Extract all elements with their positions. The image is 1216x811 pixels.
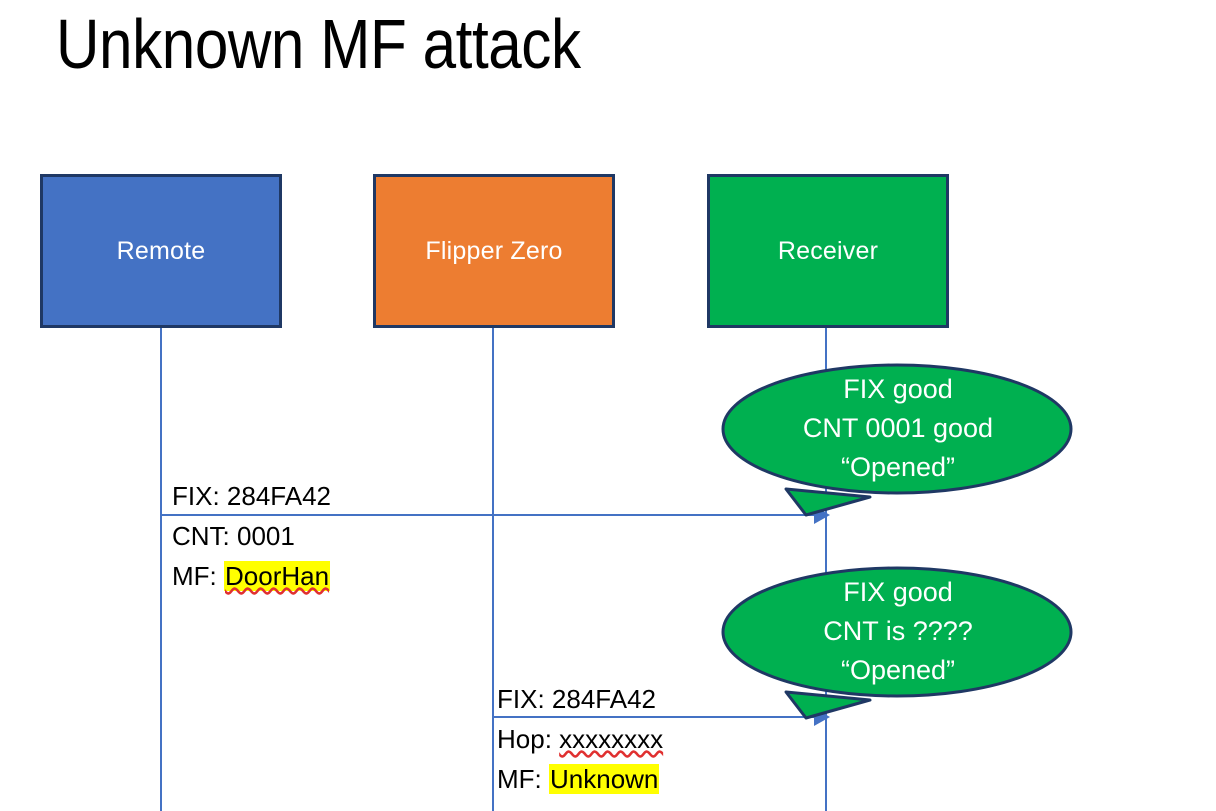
message-label-1: FIX: 284FA42 CNT: 0001 MF: DoorHan <box>172 476 331 596</box>
message-2-line-3-prefix: MF: <box>497 764 549 794</box>
message-1-line-1: FIX: 284FA42 <box>172 476 331 516</box>
page-title: Unknown MF attack <box>56 5 581 83</box>
message-2-line-2-value: xxxxxxxx <box>559 724 664 754</box>
actor-box-receiver[interactable]: Receiver <box>707 174 949 328</box>
callout-bubble-1 <box>721 363 1073 517</box>
actor-box-remote[interactable]: Remote <box>40 174 282 328</box>
message-2-line-3-value: Unknown <box>549 764 660 794</box>
message-2-line-1-value: 284FA42 <box>551 684 656 714</box>
actor-label-flipper: Flipper Zero <box>425 236 563 265</box>
message-2-line-1-prefix: FIX: <box>497 684 552 714</box>
message-1-line-2: CNT: 0001 <box>172 516 331 556</box>
message-2-line-2: Hop: xxxxxxxx <box>497 719 663 759</box>
message-1-line-3-value: DoorHan <box>224 561 331 591</box>
actor-box-flipper[interactable]: Flipper Zero <box>373 174 615 328</box>
message-2-line-2-prefix: Hop: <box>497 724 560 754</box>
message-2-line-3: MF: Unknown <box>497 759 663 799</box>
message-1-line-2-prefix: CNT: <box>172 521 237 551</box>
actor-label-receiver: Receiver <box>777 236 879 265</box>
message-1-line-1-value: 284FA42 <box>226 481 331 511</box>
actor-label-remote: Remote <box>116 236 206 265</box>
message-2-line-1: FIX: 284FA42 <box>497 679 663 719</box>
message-1-line-3-prefix: MF: <box>172 561 224 591</box>
message-1-line-1-prefix: FIX: <box>172 481 227 511</box>
message-label-2: FIX: 284FA42 Hop: xxxxxxxx MF: Unknown <box>497 679 663 799</box>
callout-bubble-2 <box>721 566 1073 720</box>
message-1-line-2-value: 0001 <box>237 521 295 551</box>
message-1-line-3: MF: DoorHan <box>172 556 331 596</box>
